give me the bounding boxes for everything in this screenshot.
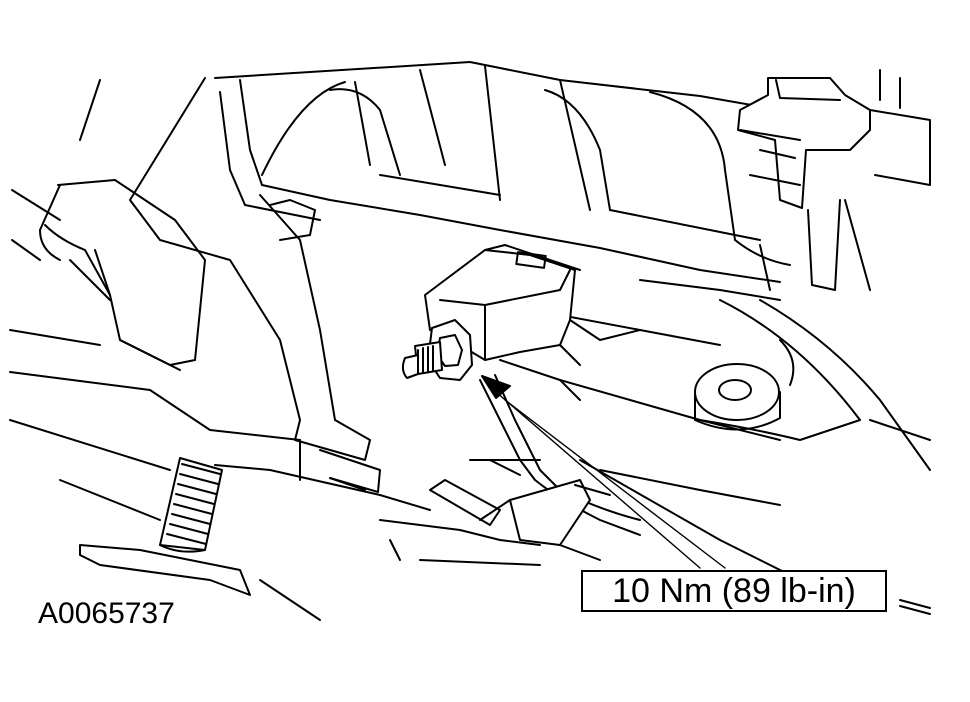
threaded-stud (159, 457, 223, 553)
manifold-housing (214, 61, 791, 283)
torque-callout: 10 Nm (89 lb-in) (581, 570, 887, 612)
torque-label: 10 Nm (89 lb-in) (612, 571, 856, 610)
mounting-bracket (11, 77, 381, 493)
figure-id: A0065737 (38, 597, 175, 630)
pointer-arrow (481, 375, 726, 569)
arrow-icon (481, 375, 511, 399)
mounting-boss (694, 339, 795, 431)
wiring-harness (429, 374, 641, 561)
sensor-stud (401, 319, 473, 381)
electrical-connector (737, 69, 931, 291)
